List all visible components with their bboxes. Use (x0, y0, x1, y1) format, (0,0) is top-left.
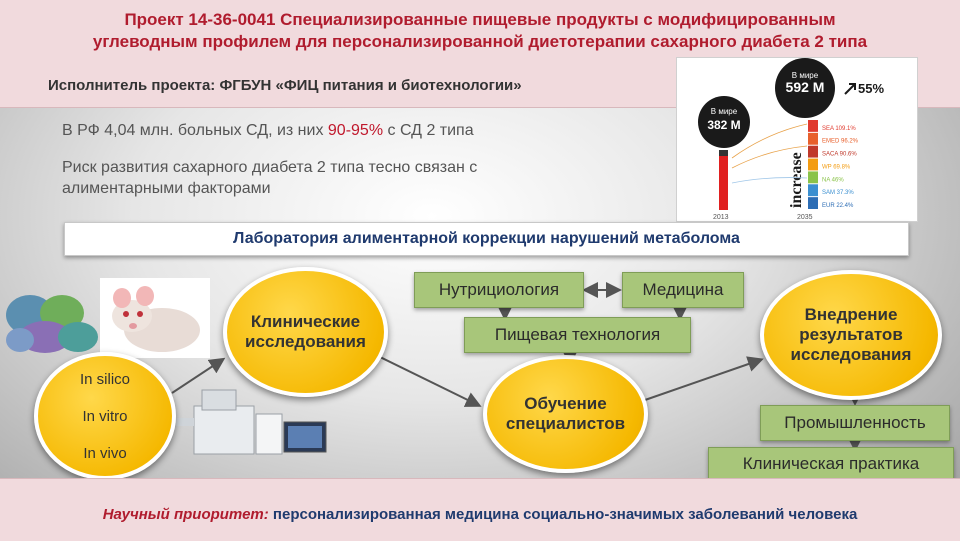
stat-diabetes-count: В РФ 4,04 млн. больных СД, из них 90-95%… (62, 120, 474, 141)
arrow-training-to-implementation (644, 356, 764, 401)
arrow-silico-to-clinical (171, 357, 226, 394)
box-food-technology: Пищевая технология (464, 317, 691, 353)
region-bar-emed (808, 132, 818, 145)
specialist-training-circle: Обучение специалистов (483, 355, 648, 473)
diabetes-infographic: В мире 382 М В мире 592 М 55% increase S… (676, 57, 918, 222)
lab-equipment-image (172, 378, 332, 460)
project-executor: Исполнитель проекта: ФГБУН «ФИЦ питания … (48, 77, 522, 94)
right-bubble-value: 592 М (786, 79, 825, 95)
growth-arrow-icon (844, 83, 856, 95)
right-bubble (775, 58, 835, 118)
growth-value: 55% (858, 81, 884, 96)
region-label-emed: EMED 96.2% (822, 139, 859, 145)
label-in-vitro: In vitro (82, 407, 128, 425)
label-in-silico: In silico (79, 370, 131, 388)
region-bar-saca (808, 145, 818, 158)
project-title: Проект 14-36-0041 Специализированные пищ… (15, 9, 945, 53)
region-bar-sea (808, 120, 818, 132)
region-bar-na (808, 171, 818, 184)
protein-structure-image (0, 285, 105, 360)
infographic-svg: В мире 382 М В мире 592 М 55% increase S… (698, 58, 884, 221)
flow-line (731, 177, 808, 184)
stat-risk-line1: Риск развития сахарного диабета 2 типа т… (62, 159, 478, 176)
region-label-sam: SAM 37.3% (822, 190, 854, 196)
clinical-research-circle: Клинические исследования (223, 267, 388, 397)
implementation-label: Внедрение результатов исследования (790, 305, 912, 364)
stat-risk-line2: алиментарными факторами (62, 180, 271, 197)
method-circle: In silico In vitro In vivo (34, 352, 176, 480)
box-clinical-practice: Клиническая практика (708, 447, 954, 481)
label-in-vivo: In vivo (83, 444, 127, 462)
project-title-line1: Проект 14-36-0041 Специализированные пищ… (124, 10, 836, 29)
stat-prefix: В РФ 4,04 млн. больных СД, из них (62, 122, 328, 139)
flow-line (731, 123, 808, 159)
region-stack: SEA 109.1% EMED 96.2% SACA 90.6% WP 69.8% NA… (808, 120, 859, 209)
region-bar-eur (808, 197, 818, 209)
left-bubble-label: В мире (711, 107, 738, 116)
box-industry: Промышленность (760, 405, 950, 441)
priority-text: персонализированная медицина социально-з… (268, 506, 858, 523)
box-nutritiology: Нутрициология (414, 272, 584, 308)
left-bubble-value: 382 М (707, 118, 740, 132)
year-right: 2035 (797, 214, 813, 221)
lab-rat-image (100, 278, 210, 358)
region-label-saca: SACA 90.6% (822, 152, 857, 158)
clinical-research-label: Клинические исследования (245, 312, 366, 351)
protein-icon (6, 295, 98, 353)
box-medicine: Медицина (622, 272, 744, 308)
region-label-na: NA 46% (822, 177, 844, 183)
region-bar-wp (808, 158, 818, 171)
stat-suffix: с СД 2 типа (383, 122, 474, 139)
region-label-eur: EUR 22.4% (822, 203, 854, 209)
right-bubble-label: В мире (792, 71, 819, 80)
region-bar-sam (808, 184, 818, 197)
left-bar (719, 150, 728, 210)
year-left: 2013 (713, 214, 729, 221)
project-title-line2: углеводным профилем для персонализирован… (92, 32, 868, 51)
flow-line (731, 145, 808, 169)
stat-highlight: 90-95% (327, 122, 384, 139)
footer-panel: Научный приоритет: персонализированная м… (0, 478, 960, 541)
implementation-circle: Внедрение результатов исследования (760, 270, 942, 400)
increase-word: increase (788, 152, 805, 208)
left-bubble (698, 96, 750, 148)
scientific-priority: Научный приоритет: персонализированная м… (0, 506, 960, 523)
priority-label: Научный приоритет: (102, 506, 269, 523)
lab-banner: Лаборатория алиментарной коррекции наруш… (64, 222, 909, 256)
rat-icon (112, 286, 200, 352)
stat-risk: Риск развития сахарного диабета 2 типа т… (62, 157, 477, 199)
arrow-clinical-to-training (377, 355, 482, 407)
left-bar-head (719, 150, 728, 156)
region-label-sea: SEA 109.1% (822, 126, 856, 132)
lab-equipment-icon (176, 389, 327, 455)
region-label-wp: WP 69.8% (822, 164, 851, 170)
specialist-training-label: Обучение специалистов (505, 394, 626, 433)
header-panel: Проект 14-36-0041 Специализированные пищ… (0, 0, 960, 108)
